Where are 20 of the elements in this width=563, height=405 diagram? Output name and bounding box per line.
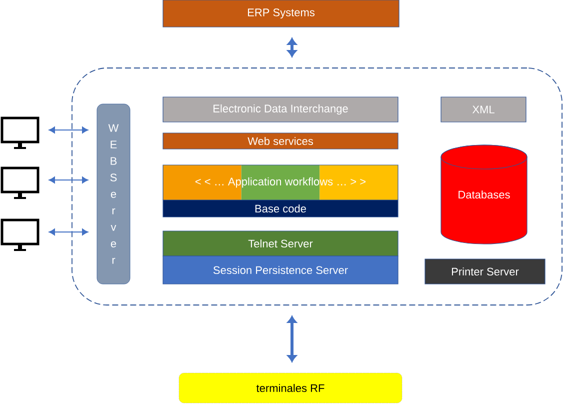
monitor-icon (0, 116, 40, 149)
layer-box: XML (440, 96, 526, 122)
layer-box: Base code (162, 200, 398, 218)
layer-box: Electronic Data Interchange (162, 96, 398, 122)
arrow (48, 176, 88, 184)
layer-box: Session Persistence Server (162, 256, 398, 284)
server-bar: WEB Server (96, 104, 130, 284)
dashed-boundary (72, 68, 562, 306)
database-cylinder: Databases (440, 144, 528, 244)
arrow (287, 316, 297, 362)
arrow (48, 228, 88, 236)
system-box: ERP Systems (162, 0, 400, 28)
arrow (48, 126, 88, 134)
monitor-icon (0, 166, 40, 199)
monitor-icon (0, 218, 40, 251)
server-box: Printer Server (424, 258, 546, 284)
layer-box: Telnet Server (162, 230, 398, 256)
terminal-box: terminales RF (178, 372, 402, 404)
arrow (287, 38, 297, 58)
layer-box: Web services (162, 132, 398, 150)
